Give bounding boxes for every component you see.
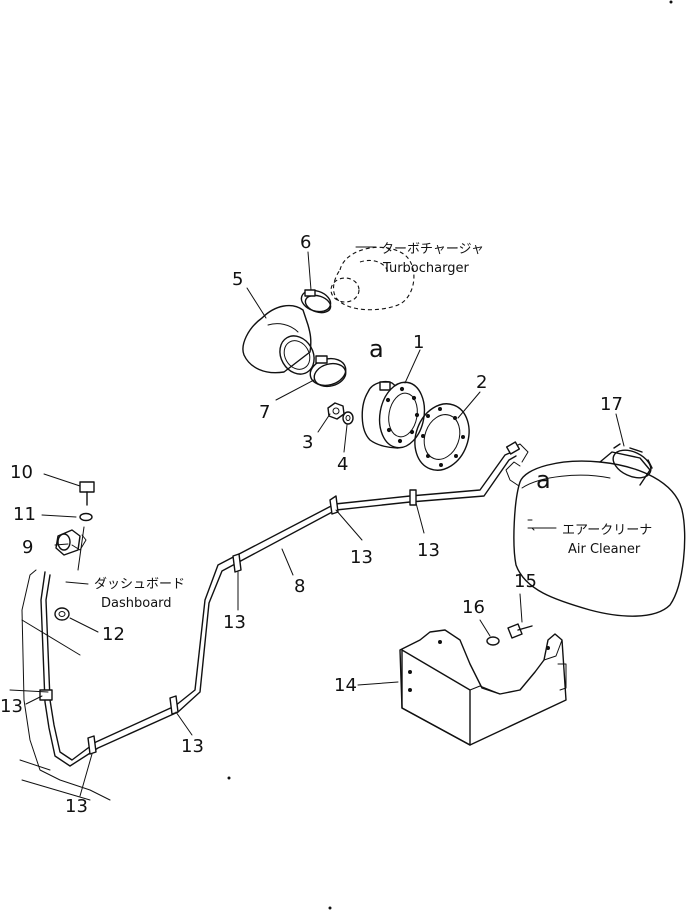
air-cleaner-17 xyxy=(505,443,686,617)
callout-7: 7 xyxy=(259,402,270,423)
scan-dot xyxy=(227,776,231,780)
callout-3: 3 xyxy=(302,432,313,453)
scan-dot xyxy=(328,906,332,910)
dashboard-label-jp: ダッシュボード xyxy=(94,577,185,592)
callout-16: 16 xyxy=(462,597,485,618)
dashboard-label-en: Dashboard xyxy=(101,596,172,611)
clamp-7 xyxy=(309,355,347,388)
nut-12 xyxy=(54,607,70,621)
clip-13-set xyxy=(39,489,417,755)
callout-1: 1 xyxy=(413,332,424,353)
washer-11 xyxy=(79,512,93,522)
callout-11: 11 xyxy=(13,504,36,525)
callout-12: 12 xyxy=(102,624,125,645)
flange-elbow-1 xyxy=(361,381,426,449)
callout-13-c: 13 xyxy=(223,612,246,633)
dashboard-outline xyxy=(9,569,111,801)
callout-2: 2 xyxy=(476,372,487,393)
washer-4 xyxy=(342,411,354,425)
callout-17: 17 xyxy=(600,394,623,415)
washer-16 xyxy=(486,636,500,646)
callout-8: 8 xyxy=(294,576,305,597)
callout-6: 6 xyxy=(300,232,311,253)
bracket-14 xyxy=(399,629,567,746)
reference-a-upper: a xyxy=(369,335,384,363)
turbocharger-label-en: Turbocharger xyxy=(382,261,469,276)
turbocharger-outline xyxy=(330,246,415,311)
fitting-9 xyxy=(55,529,87,556)
callout-13-d: 13 xyxy=(181,736,204,757)
scan-dot xyxy=(669,0,673,4)
air-cleaner-label-jp: エアークリーナ xyxy=(562,523,652,538)
turbocharger-label-jp: ターボチャージャ xyxy=(381,242,484,257)
pipe-8 xyxy=(40,441,529,767)
air-cleaner-label-en: Air Cleaner xyxy=(568,542,641,557)
bolt-10 xyxy=(79,481,95,506)
bolt-axis xyxy=(77,526,85,571)
callout-13-e: 13 xyxy=(65,796,88,817)
callout-14: 14 xyxy=(334,675,357,696)
callout-5: 5 xyxy=(232,269,243,290)
clamp-6 xyxy=(300,289,332,314)
bolt-15 xyxy=(507,623,533,639)
callout-4: 4 xyxy=(337,454,348,475)
nut-3 xyxy=(327,402,345,420)
callout-13-a: 13 xyxy=(350,547,373,568)
elbow-hose-5 xyxy=(242,304,315,375)
callout-13-f: 13 xyxy=(0,696,23,717)
callout-15: 15 xyxy=(514,571,537,592)
leader-lines xyxy=(25,246,625,797)
callout-9: 9 xyxy=(22,537,33,558)
callout-numbers: 1 2 3 4 5 6 7 8 9 10 11 12 13 13 13 13 1… xyxy=(0,232,623,817)
reference-a-lower: a xyxy=(536,466,551,494)
gasket-2 xyxy=(414,403,470,471)
callout-10: 10 xyxy=(10,462,33,483)
callout-13-b: 13 xyxy=(417,540,440,561)
